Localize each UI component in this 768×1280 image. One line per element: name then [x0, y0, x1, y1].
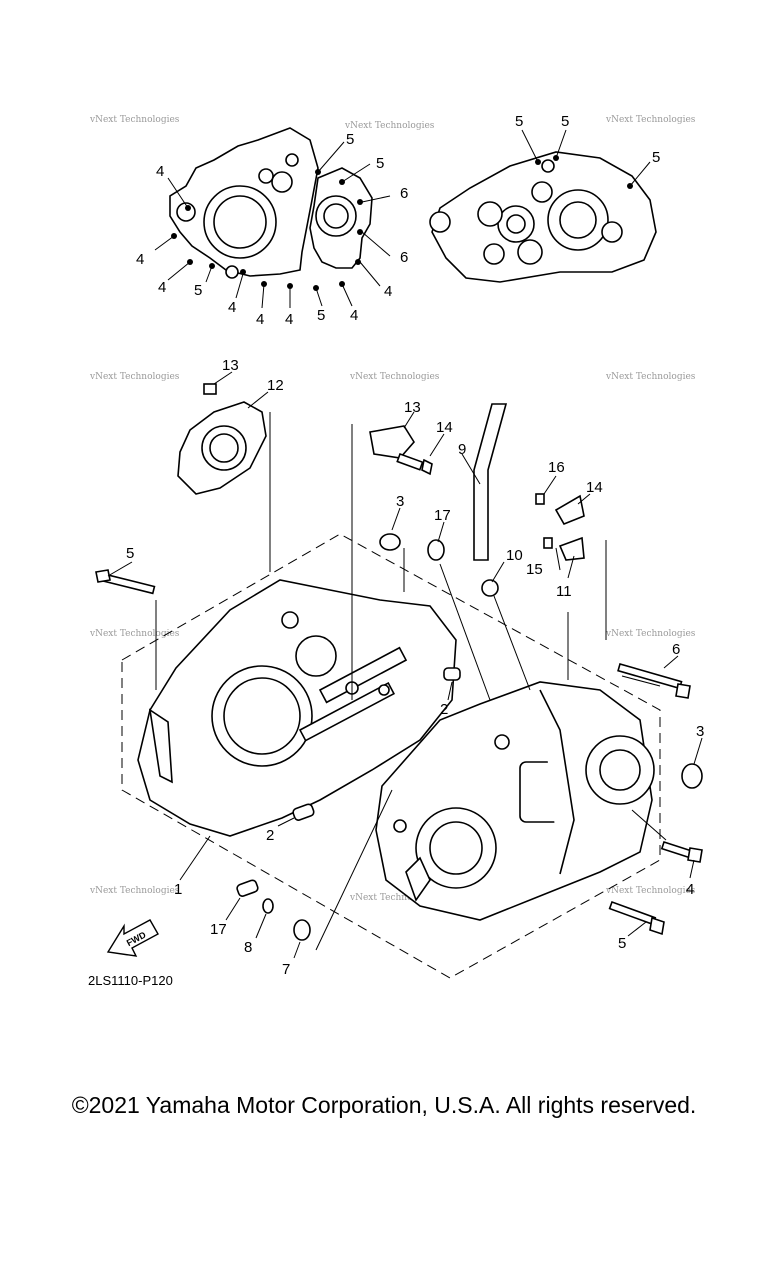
callout: 5: [346, 131, 354, 148]
callout: 7: [282, 961, 290, 978]
callout: 1: [174, 881, 182, 898]
main-leaders: [107, 371, 703, 959]
watermark: vNext Technologies: [89, 886, 180, 896]
callout: 5: [561, 113, 569, 130]
right-crankcase: [375, 681, 655, 921]
parts-diagram: vNext Technologies vNext Technologies vN…: [89, 113, 704, 979]
callout: 5: [376, 155, 384, 172]
callout: 5: [194, 282, 202, 299]
small-parts: [95, 383, 703, 941]
right-crankcase-gasket: [429, 151, 657, 283]
watermark: vNext Technologies: [349, 372, 440, 382]
top-leaders: [154, 129, 651, 309]
callout: 16: [548, 459, 565, 476]
watermark: vNext Technologies: [605, 115, 696, 125]
callout: 2: [440, 701, 448, 718]
callout: 4: [350, 307, 358, 324]
watermark: vNext Technologies: [89, 115, 180, 125]
callout: 10: [506, 547, 523, 564]
callout: 4: [686, 881, 694, 898]
watermark: vNext Technologies: [349, 893, 440, 903]
callout: 17: [434, 507, 451, 524]
callout: 5: [126, 545, 134, 562]
callout: 5: [652, 149, 660, 166]
callout: 13: [222, 357, 239, 374]
left-crankcase: [137, 579, 457, 837]
callout: 11: [556, 583, 572, 600]
callout: 5: [317, 307, 325, 324]
callout: 4: [256, 311, 264, 328]
callout: 4: [384, 283, 392, 300]
watermark: vNext Technologies: [89, 629, 180, 639]
watermark: vNext Technologies: [344, 121, 435, 131]
callout: 6: [400, 185, 408, 202]
main-callouts: 13 12 13 14 9 10 3 17 16 14 15 11 5 6 3 …: [126, 357, 704, 978]
callout: 15: [526, 561, 543, 578]
forward-arrow-icon: FWD: [106, 919, 159, 957]
watermark: vNext Technologies: [605, 372, 696, 382]
callout: 4: [228, 299, 236, 316]
callout: 14: [436, 419, 453, 436]
top-callouts: 4 4 4 5 4 4 4 5 4 4 6 6 5 5 5 5 5: [136, 113, 660, 328]
diagram-code: 2LS1110-P120: [88, 973, 173, 988]
callout: 8: [244, 939, 252, 956]
copyright-notice: ©2021 Yamaha Motor Corporation, U.S.A. A…: [71, 1092, 697, 1118]
callout: 4: [136, 251, 144, 268]
callout: 4: [285, 311, 293, 328]
callout: 13: [404, 399, 421, 416]
callout: 6: [400, 249, 408, 266]
assembly-outline: [121, 533, 661, 979]
watermark: vNext Technologies: [89, 372, 180, 382]
callout: 6: [672, 641, 680, 658]
left-crankcase-gasket: [169, 127, 373, 279]
callout: 9: [458, 441, 466, 458]
callout: 4: [158, 279, 166, 296]
callout: 3: [396, 493, 404, 510]
watermark: vNext Technologies: [605, 629, 696, 639]
callout: 2: [266, 827, 274, 844]
callout: 3: [696, 723, 704, 740]
callout: 14: [586, 479, 603, 496]
callout: 12: [267, 377, 284, 394]
watermark: vNext Technologies: [605, 886, 696, 896]
callout: 5: [618, 935, 626, 952]
callout: 17: [210, 921, 227, 938]
callout: 5: [515, 113, 523, 130]
callout: 4: [156, 163, 164, 180]
